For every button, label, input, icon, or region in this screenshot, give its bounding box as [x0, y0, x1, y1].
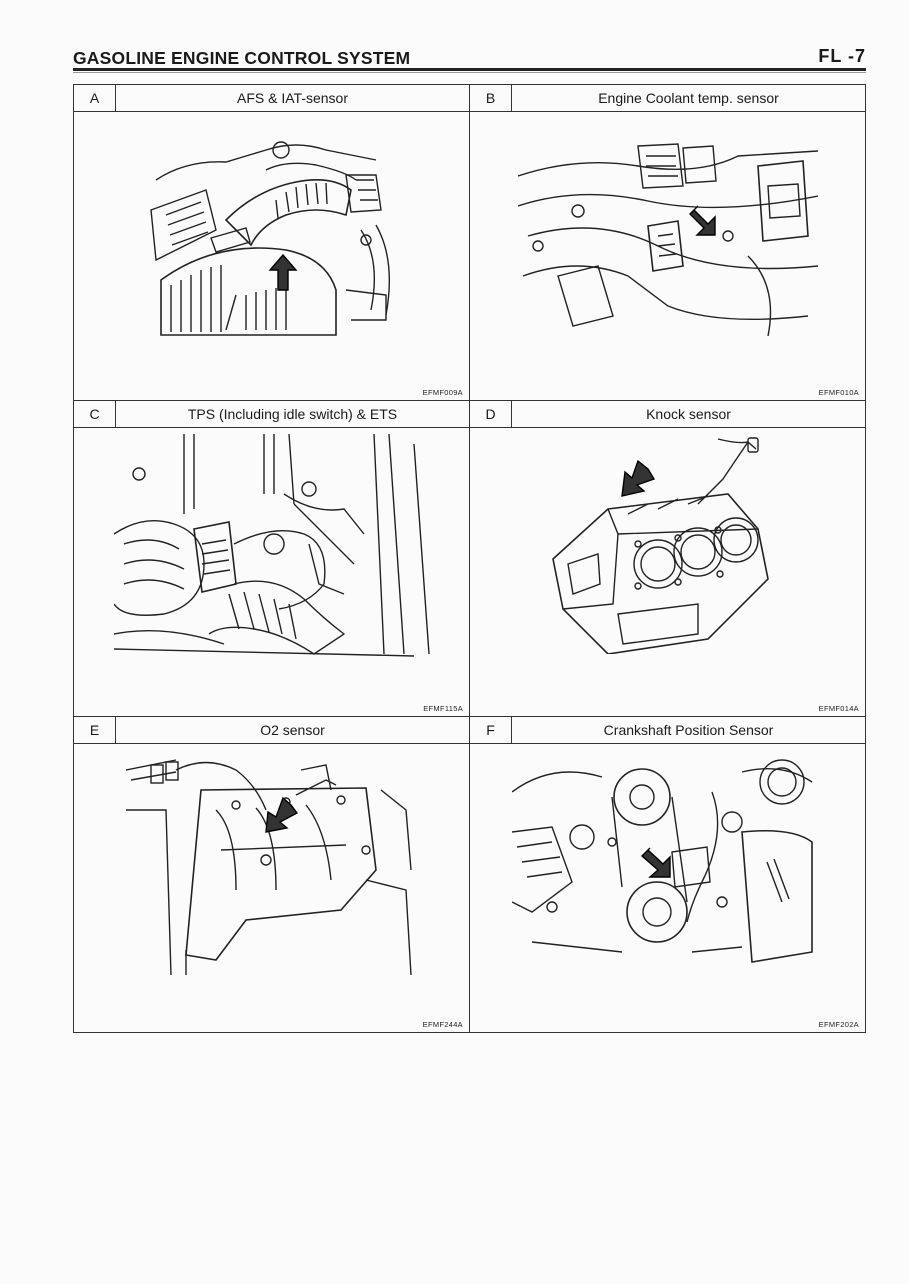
panel-f: F Crankshaft Position Sensor EFMF20 — [470, 717, 865, 1032]
panel-letter: B — [470, 85, 512, 111]
panel-letter: D — [470, 401, 512, 427]
panel-title: AFS & IAT-sensor — [237, 90, 348, 106]
panel-c: C TPS (Including idle switch) & ETS EFMF… — [74, 401, 470, 717]
figure-code: EFMF115A — [423, 704, 463, 713]
figure-code: EFMF014A — [818, 704, 859, 713]
panel-title: O2 sensor — [260, 722, 325, 738]
figure-code: EFMF244A — [422, 1020, 463, 1029]
engine-block-drawing — [470, 428, 865, 700]
page-header: GASOLINE ENGINE CONTROL SYSTEM FL -7 — [73, 46, 866, 73]
panel-title: Knock sensor — [646, 406, 731, 422]
section-title: GASOLINE ENGINE CONTROL SYSTEM — [73, 48, 411, 68]
panel-header: F Crankshaft Position Sensor — [470, 717, 865, 744]
page-number: FL -7 — [818, 46, 866, 66]
panel-letter: A — [74, 85, 116, 111]
throttle-body-drawing — [74, 428, 469, 700]
panel-title: Crankshaft Position Sensor — [603, 722, 774, 738]
exhaust-manifold-drawing — [74, 744, 469, 1016]
timing-belt-drawing — [470, 744, 865, 1016]
panel-letter: E — [74, 717, 116, 743]
panel-letter: C — [74, 401, 116, 427]
panel-e: E O2 sensor EFMF244A — [74, 717, 470, 1032]
panel-title: Engine Coolant temp. sensor — [598, 90, 779, 106]
panel-header: A AFS & IAT-sensor — [74, 85, 469, 112]
panel-d: D Knock sensor EFMF014A — [470, 401, 865, 717]
panel-header: E O2 sensor — [74, 717, 469, 744]
figure-grid: A AFS & IAT-sensor — [73, 84, 866, 1033]
panel-b: B Engine Coolant temp. sensor — [470, 85, 865, 401]
figure-code: EFMF009A — [422, 388, 463, 397]
header-rule — [73, 68, 866, 71]
panel-a: A AFS & IAT-sensor — [74, 85, 470, 401]
header-rule-thin — [73, 72, 866, 73]
panel-header: D Knock sensor — [470, 401, 865, 428]
figure-code: EFMF010A — [818, 388, 859, 397]
panel-title: TPS (Including idle switch) & ETS — [187, 406, 398, 422]
coolant-sensor-drawing — [470, 112, 865, 384]
panel-letter: F — [470, 717, 512, 743]
panel-header: C TPS (Including idle switch) & ETS — [74, 401, 469, 428]
air-intake-hose-drawing — [74, 112, 469, 384]
figure-code: EFMF202A — [818, 1020, 859, 1029]
panel-header: B Engine Coolant temp. sensor — [470, 85, 865, 112]
